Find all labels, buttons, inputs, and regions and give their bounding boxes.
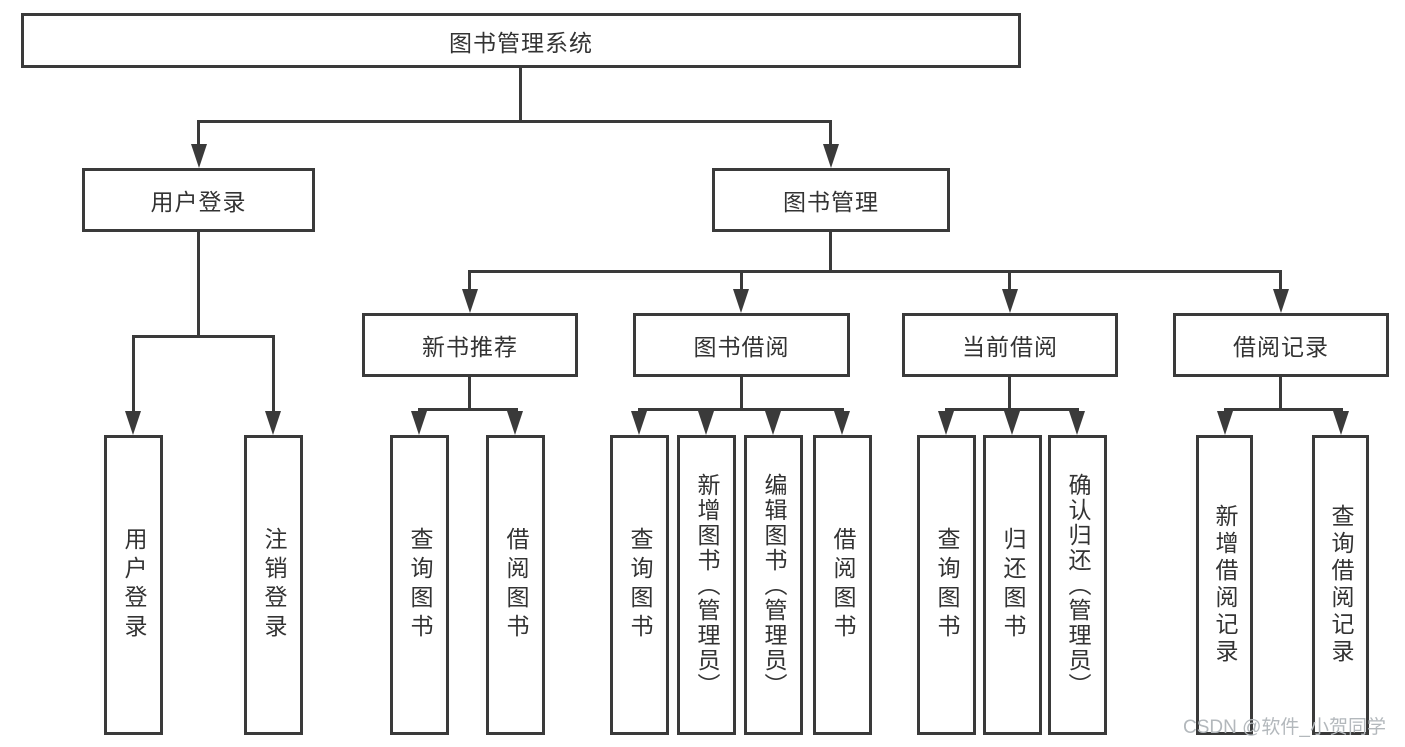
arrow-down-icon (1333, 411, 1349, 435)
csdn-watermark: CSDN @软件_小贺同学 (1183, 717, 1386, 738)
node-label: 当前借阅 (962, 334, 1058, 360)
node-label: 借阅图书 (830, 527, 856, 643)
connector-drop-book-borrow (740, 270, 743, 291)
leaf-bb-query-books: 查询图书 (610, 435, 669, 735)
leaf-nbr-query-books: 查询图书 (390, 435, 449, 735)
node-label: 编辑图书（管理员） (761, 472, 787, 698)
leaf-br-query-borrow-record: 查询借阅记录 (1312, 435, 1369, 735)
connector-root-stem (519, 68, 522, 120)
arrow-down-icon (834, 411, 850, 435)
connector-drop-new-book-recommend (468, 270, 471, 291)
connector-nbr-branch (418, 408, 518, 411)
leaf-bb-borrow-books: 借阅图书 (813, 435, 872, 735)
arrow-down-icon (823, 144, 839, 168)
node-label: 图书管理 (783, 189, 879, 215)
leaf-logout: 注销登录 (244, 435, 303, 735)
arrow-down-icon (462, 289, 478, 313)
connector-drop-user-login (132, 335, 135, 413)
connector-nbr-stem (468, 377, 471, 408)
connector-drop-user-login-group (197, 120, 200, 146)
node-label: 借阅记录 (1233, 334, 1329, 360)
arrow-down-icon (1273, 289, 1289, 313)
connector-drop-current-borrow (1008, 270, 1011, 291)
leaf-br-add-borrow-record: 新增借阅记录 (1196, 435, 1253, 735)
node-library-management-system: 图书管理系统 (21, 13, 1021, 68)
connector-bb-stem (740, 377, 743, 408)
node-label: 查询图书 (934, 527, 960, 643)
arrow-down-icon (938, 411, 954, 435)
arrow-down-icon (1002, 289, 1018, 313)
node-book-borrow: 图书借阅 (633, 313, 850, 377)
node-label: 查询图书 (407, 527, 433, 643)
arrow-down-icon (698, 411, 714, 435)
leaf-cb-confirm-return-admin: 确认归还（管理员） (1048, 435, 1107, 735)
connector-user-login-stem (197, 232, 200, 335)
connector-drop-logout (272, 335, 275, 413)
node-current-borrow: 当前借阅 (902, 313, 1118, 377)
arrow-down-icon (631, 411, 647, 435)
node-label: 新增图书（管理员） (694, 472, 720, 698)
arrow-down-icon (765, 411, 781, 435)
connector-drop-book-management (829, 120, 832, 146)
leaf-nbr-borrow-books: 借阅图书 (486, 435, 545, 735)
node-new-book-recommend: 新书推荐 (362, 313, 578, 377)
connector-book-management-branch (468, 270, 1282, 273)
arrow-down-icon (1217, 411, 1233, 435)
connector-br-stem (1279, 377, 1282, 408)
arrow-down-icon (507, 411, 523, 435)
node-label: 图书借阅 (693, 334, 790, 360)
node-label: 新增借阅记录 (1212, 504, 1238, 666)
connector-cb-branch (945, 408, 1079, 411)
connector-root-branch (198, 120, 832, 123)
node-user-login-group: 用户登录 (82, 168, 315, 232)
connector-cb-stem (1008, 377, 1011, 408)
node-label: 用户登录 (121, 527, 147, 643)
connector-book-management-stem (829, 232, 832, 270)
leaf-cb-return-books: 归还图书 (983, 435, 1042, 735)
node-label: 用户登录 (150, 189, 247, 215)
node-book-management: 图书管理 (712, 168, 950, 232)
leaf-bb-add-books-admin: 新增图书（管理员） (677, 435, 736, 735)
arrow-down-icon (411, 411, 427, 435)
node-label: 注销登录 (261, 527, 287, 643)
node-label: 借阅图书 (503, 527, 529, 643)
node-label: 查询图书 (627, 527, 653, 643)
node-label: 查询借阅记录 (1328, 504, 1354, 666)
arrow-down-icon (265, 411, 281, 435)
arrow-down-icon (125, 411, 141, 435)
node-label: 新书推荐 (422, 334, 518, 360)
leaf-bb-edit-books-admin: 编辑图书（管理员） (744, 435, 803, 735)
node-label: 图书管理系统 (449, 29, 593, 56)
connector-drop-borrow-record (1279, 270, 1282, 291)
connector-br-branch (1224, 408, 1343, 411)
node-borrow-record: 借阅记录 (1173, 313, 1389, 377)
connector-user-login-branch (132, 335, 275, 338)
arrow-down-icon (1069, 411, 1085, 435)
leaf-user-login: 用户登录 (104, 435, 163, 735)
arrow-down-icon (733, 289, 749, 313)
arrow-down-icon (1004, 411, 1020, 435)
leaf-cb-query-books: 查询图书 (917, 435, 976, 735)
arrow-down-icon (191, 144, 207, 168)
node-label: 确认归还（管理员） (1065, 472, 1091, 698)
connector-bb-branch (638, 408, 844, 411)
node-label: 归还图书 (1000, 527, 1026, 643)
